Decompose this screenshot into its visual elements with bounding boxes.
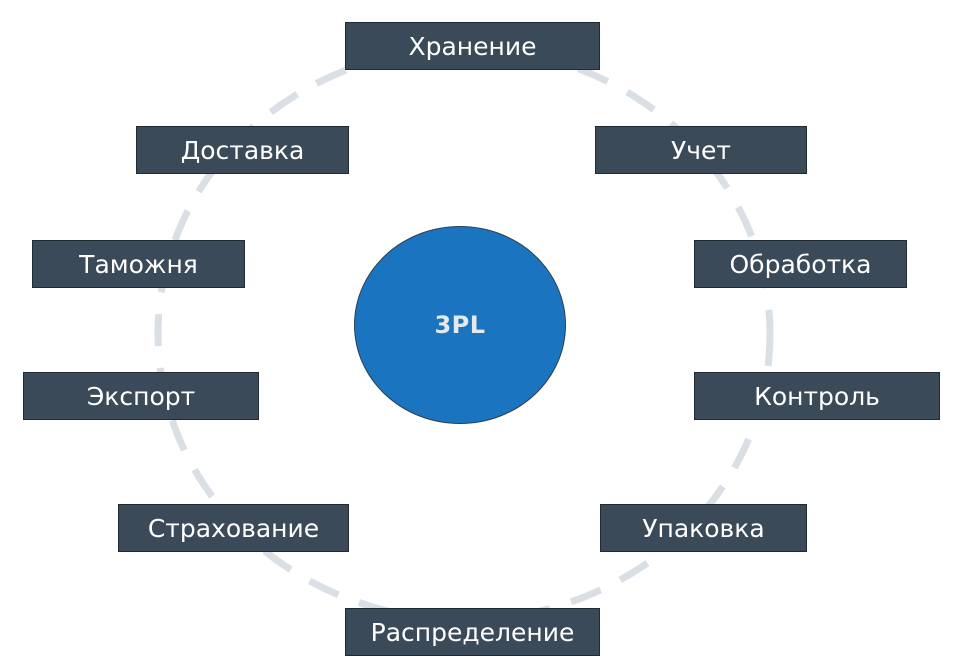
node-distribution-label: Распределение xyxy=(370,617,575,647)
node-export: Экспорт xyxy=(23,372,259,420)
node-delivery: Доставка xyxy=(136,126,349,174)
node-customs: Таможня xyxy=(32,240,245,288)
center-hub-label: 3PL xyxy=(434,311,486,339)
node-delivery-label: Доставка xyxy=(180,135,305,165)
node-accounting-label: Учет xyxy=(671,135,731,165)
node-insurance-label: Страхование xyxy=(147,513,320,543)
node-distribution: Распределение xyxy=(345,608,600,656)
node-control-label: Контроль xyxy=(754,381,880,411)
node-storage-label: Хранение xyxy=(408,31,537,61)
node-control: Контроль xyxy=(694,372,940,420)
center-hub-3pl: 3PL xyxy=(354,226,566,424)
node-processing-label: Обработка xyxy=(729,249,872,279)
node-insurance: Страхование xyxy=(118,504,349,552)
node-storage: Хранение xyxy=(345,22,600,70)
node-customs-label: Таможня xyxy=(79,249,198,279)
node-export-label: Экспорт xyxy=(86,381,196,411)
node-processing: Обработка xyxy=(694,240,907,288)
dashed-cycle-ring xyxy=(154,44,774,624)
node-packing-label: Упаковка xyxy=(642,513,765,543)
node-accounting: Учет xyxy=(595,126,807,174)
node-packing: Упаковка xyxy=(600,504,807,552)
